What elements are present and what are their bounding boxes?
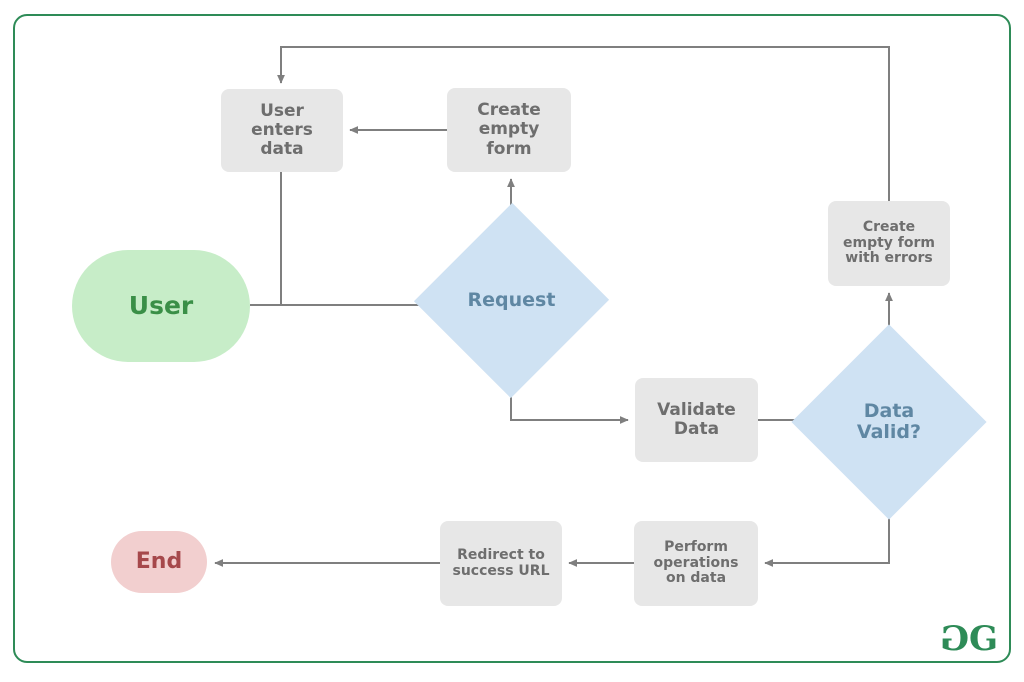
node-end-label: End [135,548,183,574]
node-validate-data-label: Validate Data [657,399,736,439]
node-perform-operations[interactable]: Perform operations on data [634,521,758,606]
node-user-label: User [128,291,194,320]
node-request[interactable]: Request [413,202,610,399]
node-request-label: Request [467,288,556,311]
node-user-enters-data[interactable]: User enters data [221,89,343,172]
diagram-frame-border [13,14,1011,663]
logo-left-glyph: G [941,619,969,659]
node-data-valid-label: Data Valid? [856,399,922,443]
node-redirect-success-url-label: Redirect to success URL [452,546,550,579]
node-data-valid[interactable]: Data Valid? [791,324,987,520]
node-validate-data[interactable]: Validate Data [635,378,758,462]
node-user[interactable]: User [72,250,250,362]
node-redirect-success-url[interactable]: Redirect to success URL [440,521,562,606]
logo-right-glyph: G [968,619,998,659]
node-create-empty-form-with-errors[interactable]: Create empty form with errors [828,201,950,286]
node-create-empty-form[interactable]: Create empty form [447,88,571,172]
node-create-empty-form-with-errors-label: Create empty form with errors [843,218,935,267]
geeksforgeeks-logo: GG [941,619,998,659]
node-user-enters-data-label: User enters data [251,100,313,160]
node-perform-operations-label: Perform operations on data [653,538,739,587]
node-end[interactable]: End [111,531,207,593]
node-create-empty-form-label: Create empty form [477,100,541,159]
